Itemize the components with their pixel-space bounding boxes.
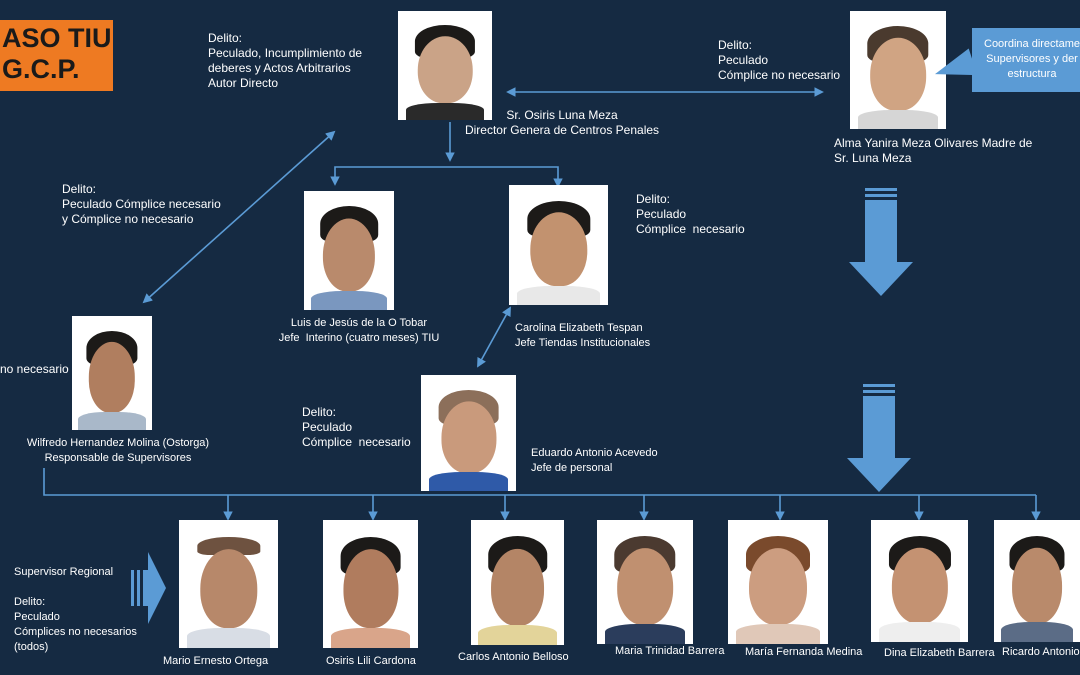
label-carolina: Carolina Elizabeth Tespan Jefe Tiendas I… (515, 322, 651, 349)
big-arrow-down-2 (847, 384, 911, 492)
case-title-line2: G.C.P. (2, 54, 80, 84)
photo-shirt (878, 622, 961, 642)
photo-face (529, 212, 588, 287)
supervisor-name-1: Mario Ernesto Ortega (163, 655, 269, 667)
photo-supervisor-7 (994, 520, 1080, 642)
supervisor-name-4: Maria Trinidad Barrera (615, 645, 725, 657)
photo-supervisor-4 (597, 520, 693, 644)
case-title-box: ASO TIU G.C.P. (0, 20, 113, 91)
photo-face (199, 549, 258, 629)
photo-shirt (736, 624, 820, 644)
label-osiris: Sr. Osiris Luna Meza Director Genera de … (464, 108, 660, 137)
photo-supervisor-6 (871, 520, 968, 642)
photo-supervisor-5 (728, 520, 828, 644)
photo-wilfredo (72, 316, 152, 430)
delito-top-right: Delito: Peculado Cómplice no necesario (718, 38, 841, 82)
photo-eduardo (421, 375, 516, 491)
label-alma: Alma Yanira Meza Olivares Madre de Sr. L… (834, 136, 1033, 165)
supervisor-name-2: Osiris Lili Cardona (326, 655, 416, 667)
photo-shirt (330, 627, 411, 648)
photo-shirt (405, 102, 485, 120)
case-title-line1: ASO TIU (2, 23, 112, 53)
photo-face (1012, 547, 1062, 624)
photo-shirt (478, 625, 557, 645)
photo-face (440, 401, 497, 474)
supervisor-name-6: Dina Elizabeth Barrera (884, 647, 995, 659)
photo-luis (304, 191, 394, 310)
photo-shirt (428, 472, 509, 491)
supervisor-name-7: Ricardo Antonio (1002, 646, 1080, 658)
photo-shirt (857, 110, 939, 129)
photo-carolina (509, 185, 608, 305)
coordination-callout: Coordina directame Supervisores y der es… (972, 28, 1080, 92)
photo-shirt (78, 411, 146, 430)
photo-face (617, 548, 673, 626)
link-bottom-bus (43, 468, 1036, 496)
delito-left-mid: Delito: Peculado Cómplice necesario y Có… (62, 182, 221, 226)
delito-bottom: Supervisor Regional Delito: Peculado Cóm… (14, 566, 137, 653)
delito-eduardo: Delito: Peculado Cómplice necesario (302, 405, 411, 449)
label-eduardo: Eduardo Antonio Acevedo Jefe de personal (531, 447, 658, 474)
photo-face (749, 548, 807, 626)
supervisor-name-3: Carlos Antonio Belloso (458, 651, 569, 663)
photo-face (322, 218, 376, 292)
photo-shirt (186, 627, 271, 648)
delito-wilfredo-partial: no necesario (0, 362, 69, 376)
photo-face (490, 548, 545, 626)
photo-supervisor-1 (179, 520, 278, 648)
photo-face (342, 549, 399, 629)
photo-face (870, 37, 926, 111)
link-osiris-wilfredo (142, 130, 336, 304)
big-arrow-right (131, 552, 166, 624)
link-branch-top (330, 166, 563, 188)
photo-shirt (1000, 622, 1074, 642)
photo-alma (850, 11, 946, 129)
supervisor-name-5: María Fernanda Medina (745, 646, 863, 658)
link-carolina-eduardo (477, 306, 511, 368)
label-luis: Luis de Jesús de la O Tobar Jefe Interin… (278, 317, 440, 344)
photo-supervisor-2 (323, 520, 418, 648)
delito-top-center: Delito: Peculado, Incumplimiento de debe… (208, 31, 363, 90)
photo-osiris (398, 11, 492, 120)
label-wilfredo: Wilfredo Hernandez Molina (Ostorga) Resp… (26, 437, 210, 464)
big-arrow-down-1 (849, 188, 913, 296)
delito-carolina: Delito: Peculado Cómplice necesario (636, 192, 745, 236)
photo-face (88, 341, 136, 413)
photo-shirt (516, 285, 601, 305)
photo-shirt (604, 624, 686, 644)
photo-hair (196, 536, 261, 555)
photo-face (891, 547, 948, 624)
photo-face (417, 35, 473, 104)
photo-supervisor-3 (471, 520, 564, 645)
photo-shirt (311, 290, 387, 310)
